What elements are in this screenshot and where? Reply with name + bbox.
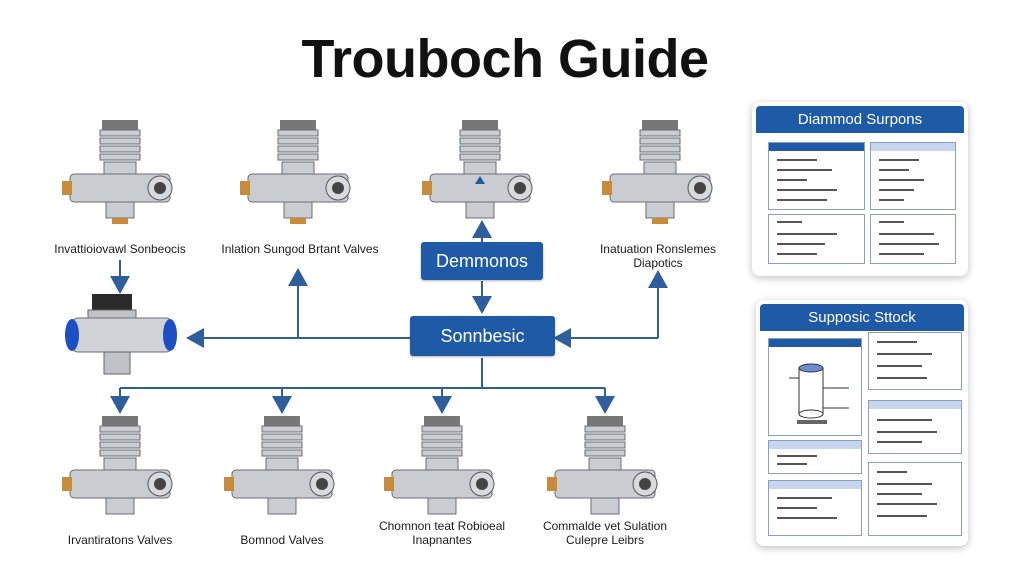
cylinder-diagram-icon bbox=[789, 363, 849, 424]
valve-icon bbox=[384, 416, 495, 515]
valve-label-bottom1: Irvantiratons Valves bbox=[67, 533, 173, 547]
valve-label-top1: Invattioiovawl Sonbeocis bbox=[54, 242, 186, 256]
hub-center-box: Sonnbesic bbox=[410, 316, 555, 356]
valve-icon bbox=[240, 120, 351, 224]
valve-label-top2: Inlation Sungod Brtant Valves bbox=[221, 242, 379, 256]
panel-box bbox=[868, 400, 962, 454]
valve-icon bbox=[602, 120, 713, 224]
panel-title: Diammod Surpons bbox=[756, 106, 964, 133]
panel-box bbox=[768, 480, 862, 536]
panel-box bbox=[768, 142, 865, 210]
valve-label-bottom4-line1: Commalde vet Sulation bbox=[542, 519, 668, 533]
panel-box bbox=[870, 214, 956, 264]
valve-label-top3: Inatuation Ronslemes Diapotics bbox=[568, 242, 748, 270]
valve-label-bottom4-line2: Culepre Leibrs bbox=[565, 533, 645, 547]
valve-label-bottom4: Commalde vet Sulation Culepre Leibrs bbox=[515, 519, 695, 547]
panel-diagram-box bbox=[768, 338, 862, 436]
valve-icon bbox=[422, 120, 533, 219]
solenoid-valve-icon bbox=[65, 294, 177, 375]
valve-icon bbox=[62, 416, 173, 515]
valve-label-top3-line1: Inatuation Ronslemes bbox=[599, 242, 717, 256]
valve-label-top3-line2: Diapotics bbox=[633, 256, 683, 270]
valve-label-bottom3: Chomnon teat Robioeal Inapnantes bbox=[352, 519, 532, 547]
panel-supposic-sttock: Supposic Sttock bbox=[756, 300, 968, 546]
valve-icon bbox=[224, 416, 335, 515]
panel-box bbox=[870, 142, 956, 210]
valve-icon bbox=[547, 416, 658, 515]
panel-box bbox=[768, 214, 865, 264]
panel-box bbox=[868, 332, 962, 390]
panel-box bbox=[768, 440, 862, 474]
valve-icon bbox=[62, 120, 173, 224]
page-title: Trouboch Guide bbox=[301, 29, 710, 89]
valve-label-bottom3-line1: Chomnon teat Robioeal bbox=[378, 519, 506, 533]
hub-top-box: Demmonos bbox=[421, 242, 543, 280]
panel-title: Supposic Sttock bbox=[760, 304, 964, 331]
panel-box bbox=[868, 462, 962, 536]
valve-label-bottom2: Bomnod Valves bbox=[240, 533, 324, 547]
panel-diammod-surpons: Diammod Surpons bbox=[752, 102, 968, 276]
valve-label-bottom3-line2: Inapnantes bbox=[412, 533, 472, 547]
